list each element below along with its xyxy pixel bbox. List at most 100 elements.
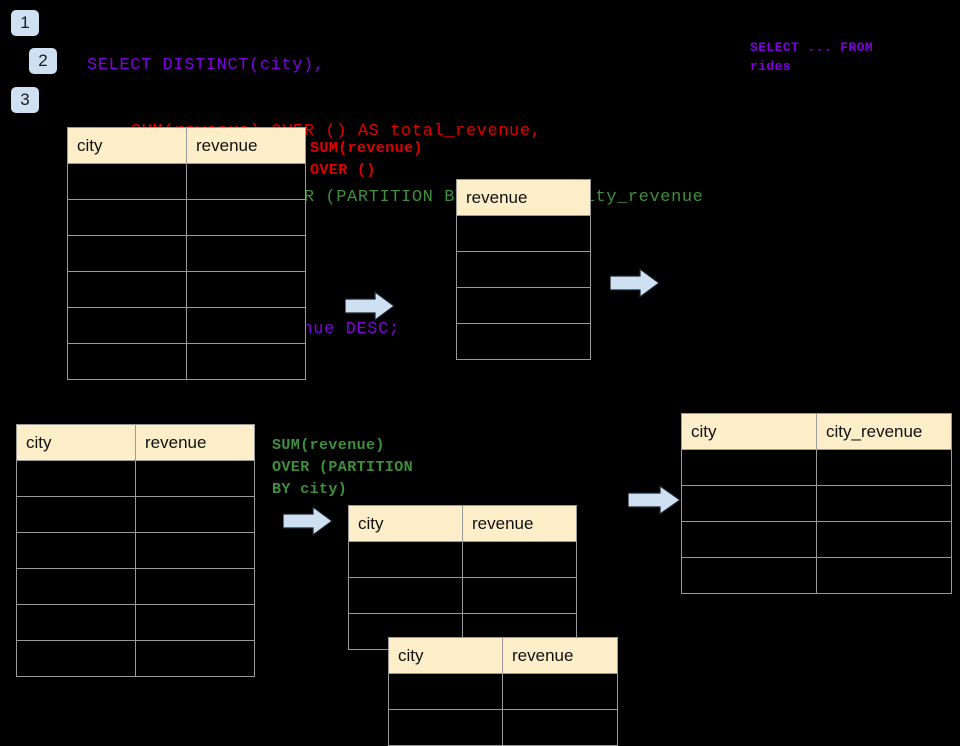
table-row — [388, 673, 618, 710]
cell-city — [67, 343, 187, 380]
cell-revenue — [135, 532, 255, 569]
cell-city — [16, 532, 136, 569]
cell-city-revenue — [816, 521, 952, 558]
cell-revenue — [135, 568, 255, 605]
cell-city — [681, 557, 817, 594]
cell-revenue — [456, 251, 591, 288]
column-header-city-revenue: city_revenue — [816, 413, 952, 450]
cell-city — [67, 235, 187, 272]
annotation-partition-window: SUM(revenue) OVER (PARTITION BY city) — [272, 437, 414, 498]
cell-city — [16, 460, 136, 497]
cell-city — [67, 163, 187, 200]
step-badge-3: 3 — [11, 87, 39, 113]
cell-city — [16, 604, 136, 641]
cell-city-revenue — [816, 449, 952, 486]
table-row — [681, 521, 952, 558]
cell-revenue — [186, 199, 306, 236]
table-row — [16, 460, 255, 497]
table-header-row: city city_revenue — [681, 413, 952, 450]
diagram-canvas: 1 2 3 SELECT DISTINCT(city), SUM(revenue… — [11, 10, 952, 746]
cell-revenue — [456, 215, 591, 252]
cell-city — [348, 577, 463, 614]
cell-revenue — [135, 496, 255, 533]
cell-revenue — [462, 541, 577, 578]
table-header-row: city revenue — [388, 637, 618, 674]
arrow-source-to-total — [345, 291, 395, 321]
cell-revenue — [186, 343, 306, 380]
cell-city — [681, 521, 817, 558]
cell-revenue — [502, 673, 618, 710]
cell-revenue — [135, 460, 255, 497]
column-header-city: city — [16, 424, 136, 461]
table-row — [67, 235, 306, 272]
step-badge-2: 2 — [29, 48, 57, 74]
table-row — [456, 215, 591, 252]
table-header-row: city revenue — [16, 424, 255, 461]
table-row — [16, 532, 255, 569]
table-partition-group-front: city revenue — [388, 637, 618, 746]
step-badge-1: 1 — [11, 10, 39, 36]
column-header-city: city — [67, 127, 187, 164]
table-row — [67, 199, 306, 236]
cell-revenue — [135, 604, 255, 641]
cell-city-revenue — [816, 557, 952, 594]
cell-revenue — [462, 577, 577, 614]
column-header-revenue: revenue — [186, 127, 306, 164]
table-rides-source-bottom: city revenue — [16, 424, 255, 677]
annotation-total-window: SUM(revenue) OVER () — [310, 140, 423, 179]
cell-city — [348, 541, 463, 578]
cell-revenue — [502, 709, 618, 746]
table-row — [67, 343, 306, 380]
cell-revenue — [186, 163, 306, 200]
table-row — [348, 541, 577, 578]
table-row — [16, 496, 255, 533]
table-row — [681, 485, 952, 522]
cell-city — [16, 640, 136, 677]
table-row — [348, 577, 577, 614]
cell-city — [16, 568, 136, 605]
column-header-revenue: revenue — [502, 637, 618, 674]
table-row — [16, 568, 255, 605]
column-header-revenue: revenue — [135, 424, 255, 461]
table-row — [16, 604, 255, 641]
cell-city — [67, 199, 187, 236]
sql-line-1: SELECT DISTINCT(city), — [87, 56, 325, 75]
cell-revenue — [456, 323, 591, 360]
table-total-revenue-result: revenue — [456, 179, 591, 360]
cell-revenue — [186, 271, 306, 308]
arrow-total-to-final — [610, 268, 660, 298]
table-row — [16, 640, 255, 677]
cell-city — [67, 307, 187, 344]
table-row — [681, 557, 952, 594]
cell-city — [67, 271, 187, 308]
table-partition-group-back: city revenue — [348, 505, 577, 650]
column-header-city: city — [681, 413, 817, 450]
table-row — [456, 323, 591, 360]
cell-revenue — [135, 640, 255, 677]
column-header-city: city — [348, 505, 463, 542]
table-row — [67, 307, 306, 344]
cell-city — [388, 709, 503, 746]
cell-city — [681, 449, 817, 486]
table-row — [67, 163, 306, 200]
arrow-partition-to-final — [628, 485, 681, 515]
table-rides-source-top: city revenue — [67, 127, 306, 380]
cell-city — [681, 485, 817, 522]
table-row — [67, 271, 306, 308]
column-header-revenue: revenue — [462, 505, 577, 542]
cell-city — [388, 673, 503, 710]
cell-city-revenue — [816, 485, 952, 522]
table-header-row: revenue — [456, 179, 591, 216]
cell-revenue — [456, 287, 591, 324]
cell-city — [16, 496, 136, 533]
table-city-revenue-result: city city_revenue — [681, 413, 952, 594]
table-row — [456, 251, 591, 288]
table-header-row: city revenue — [67, 127, 306, 164]
cell-revenue — [186, 307, 306, 344]
cell-revenue — [186, 235, 306, 272]
table-header-row: city revenue — [348, 505, 577, 542]
column-header-revenue: revenue — [456, 179, 591, 216]
arrow-source-to-partition — [283, 506, 333, 536]
sql-side-note: SELECT ... FROM rides — [750, 40, 874, 74]
table-row — [681, 449, 952, 486]
